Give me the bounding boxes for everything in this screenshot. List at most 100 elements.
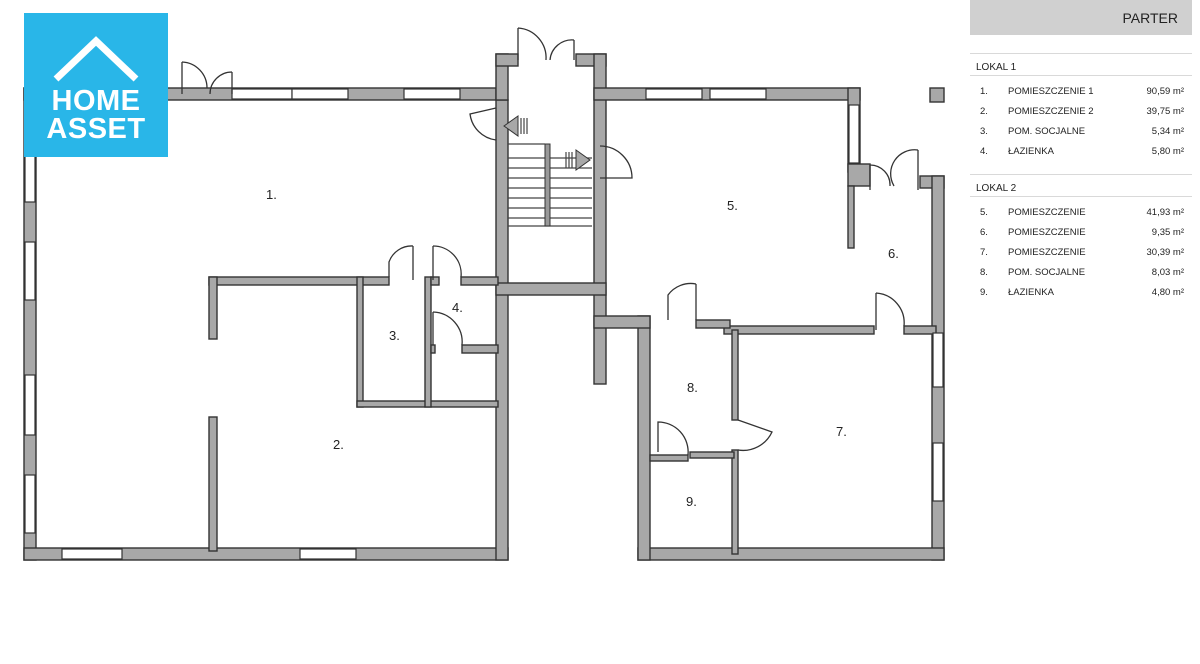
wall <box>495 99 509 561</box>
wall <box>430 276 440 286</box>
room-number: 8. <box>980 267 988 278</box>
window <box>848 104 860 164</box>
room-label: 4. <box>452 300 463 315</box>
room-row: 6. POMIESZCZENIE 9,35 m² <box>970 223 1192 243</box>
room-row: 2. POMIESZCZENIE 2 39,75 m² <box>970 102 1192 122</box>
wall <box>731 449 739 555</box>
room-area: 41,93 m² <box>1146 207 1185 218</box>
wall <box>649 454 689 462</box>
room-label: 3. <box>389 328 400 343</box>
wall <box>723 325 875 335</box>
room-name: ŁAZIENKA <box>1008 287 1054 298</box>
doors <box>181 27 919 456</box>
wall <box>903 325 937 335</box>
unit-room-list: 5. POMIESZCZENIE 41,93 m² 6. POMIESZCZEN… <box>970 196 1192 307</box>
wall <box>424 276 432 408</box>
floor-label: PARTER <box>1122 10 1179 26</box>
room-area: 9,35 m² <box>1151 227 1184 238</box>
unit-room-list: 1. POMIESZCZENIE 1 90,59 m² 2. POMIESZCZ… <box>970 75 1192 166</box>
room-label: 8. <box>687 380 698 395</box>
room-label: 9. <box>686 494 697 509</box>
room-area: 8,03 m² <box>1151 267 1184 278</box>
unit-title: LOKAL 1 <box>970 53 1192 75</box>
window <box>24 149 36 203</box>
room-area: 39,75 m² <box>1146 106 1185 117</box>
room-row: 1. POMIESZCZENIE 1 90,59 m² <box>970 82 1192 102</box>
window <box>61 548 123 560</box>
room-name: POMIESZCZENIE <box>1008 227 1086 238</box>
wall <box>847 163 871 187</box>
window <box>24 474 36 534</box>
legend-header: PARTER <box>970 0 1192 35</box>
window <box>24 241 36 301</box>
room-area: 90,59 m² <box>1146 86 1185 97</box>
stair-arrow-up-icon <box>575 149 591 171</box>
window <box>291 88 349 100</box>
window <box>403 88 461 100</box>
wall <box>495 282 607 296</box>
house-roof-icon <box>53 36 139 82</box>
wall <box>689 451 735 459</box>
windows <box>24 88 944 560</box>
room-number: 5. <box>980 207 988 218</box>
room-name: POM. SOCJALNE <box>1008 267 1086 278</box>
room-number: 4. <box>980 146 988 157</box>
room-name: ŁAZIENKA <box>1008 146 1054 157</box>
room-row: 4. ŁAZIENKA 5,80 m² <box>970 142 1192 162</box>
room-label: 1. <box>266 187 277 202</box>
room-legend: PARTER LOKAL 1 1. POMIESZCZENIE 1 90,59 … <box>970 0 1192 315</box>
room-area: 30,39 m² <box>1146 247 1185 258</box>
room-name: POMIESZCZENIE <box>1008 247 1086 258</box>
wall <box>637 547 945 561</box>
room-number: 9. <box>980 287 988 298</box>
wall <box>731 329 739 421</box>
wall <box>495 53 519 67</box>
window <box>932 442 944 502</box>
wall <box>593 315 651 329</box>
wall <box>208 276 218 340</box>
room-area: 5,80 m² <box>1151 146 1184 157</box>
window <box>299 548 357 560</box>
wall <box>593 53 607 385</box>
room-row: 8. POM. SOCJALNE 8,03 m² <box>970 263 1192 283</box>
wall <box>847 185 855 249</box>
wall <box>460 276 499 286</box>
room-number: 2. <box>980 106 988 117</box>
window <box>645 88 703 100</box>
room-name: POMIESZCZENIE 1 <box>1008 86 1094 97</box>
wall <box>208 416 218 552</box>
room-label: 7. <box>836 424 847 439</box>
room-row: 7. POMIESZCZENIE 30,39 m² <box>970 243 1192 263</box>
room-name: POM. SOCJALNE <box>1008 126 1086 137</box>
wall <box>695 319 731 329</box>
room-label: 6. <box>888 246 899 261</box>
window <box>932 332 944 388</box>
logo-text-line2: ASSET <box>46 113 146 145</box>
room-label: 2. <box>333 437 344 452</box>
walls <box>23 53 945 561</box>
stair-arrow-down-icon <box>503 115 519 137</box>
logo-text-line1: HOME <box>51 85 141 117</box>
room-name: POMIESZCZENIE 2 <box>1008 106 1094 117</box>
wall <box>929 87 945 103</box>
home-asset-logo: HOME ASSET <box>24 13 168 157</box>
room-row: 9. ŁAZIENKA 4,80 m² <box>970 283 1192 303</box>
room-labels: 1. 2. 3. 4. 5. 6. 7. 8. 9. <box>266 187 899 509</box>
window <box>709 88 767 100</box>
room-number: 7. <box>980 247 988 258</box>
room-number: 6. <box>980 227 988 238</box>
window <box>24 374 36 436</box>
wall <box>356 276 364 408</box>
staircase <box>503 115 592 227</box>
room-number: 3. <box>980 126 988 137</box>
room-area: 4,80 m² <box>1151 287 1184 298</box>
room-label: 5. <box>727 198 738 213</box>
room-number: 1. <box>980 86 988 97</box>
room-area: 5,34 m² <box>1151 126 1184 137</box>
wall <box>461 344 499 354</box>
unit-title: LOKAL 2 <box>970 174 1192 196</box>
window <box>231 88 293 100</box>
wall <box>430 344 436 354</box>
room-name: POMIESZCZENIE <box>1008 207 1086 218</box>
room-row: 5. POMIESZCZENIE 41,93 m² <box>970 203 1192 223</box>
